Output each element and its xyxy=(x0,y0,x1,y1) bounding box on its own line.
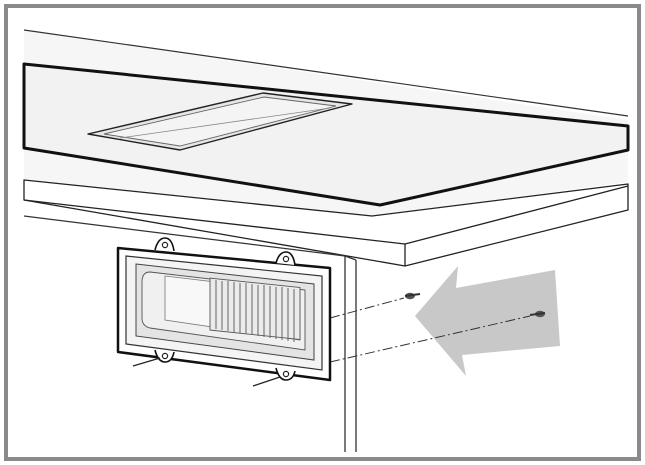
mounting-tab xyxy=(275,251,296,266)
countertop-back-edge xyxy=(23,29,629,117)
mounting-tab xyxy=(275,367,296,381)
countertop-front-edge xyxy=(23,179,629,267)
screw-icon xyxy=(529,310,546,318)
mounting-tab xyxy=(154,237,175,252)
alignment-lines xyxy=(329,297,531,363)
pointer-lines xyxy=(132,357,281,387)
screw-icon xyxy=(404,292,421,300)
hob-glass-panel xyxy=(22,62,630,207)
arrow-left-icon xyxy=(415,266,560,376)
downdraft-vent xyxy=(87,92,353,151)
mounting-tab xyxy=(154,349,175,363)
filter-grille xyxy=(209,277,301,342)
duct-connection-frame xyxy=(116,237,332,382)
